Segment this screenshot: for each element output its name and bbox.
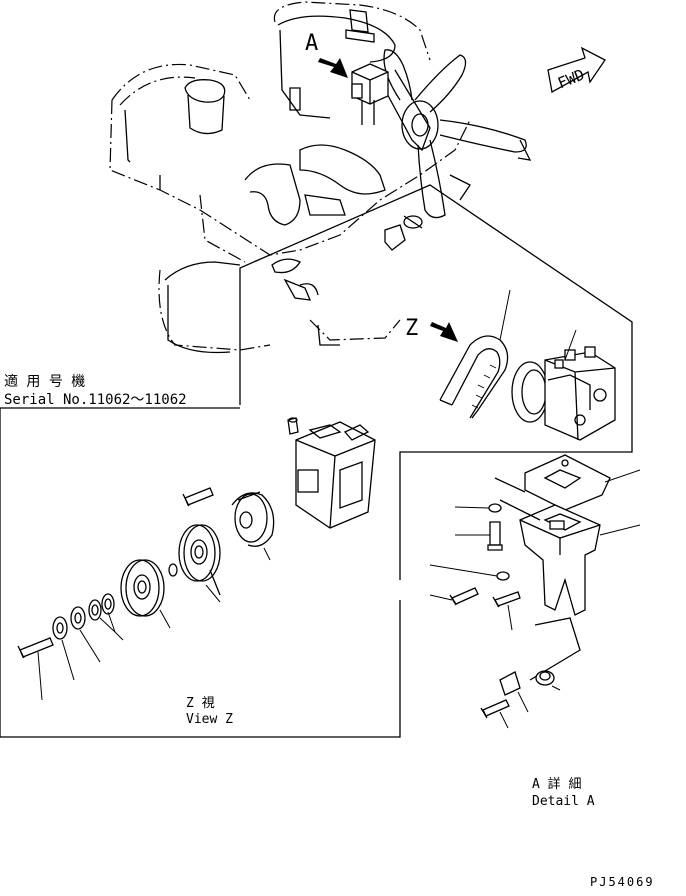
view-z-title-jp: Z 視 <box>186 696 215 711</box>
hose-fittings <box>271 215 423 301</box>
view-a-marker: A <box>305 31 318 56</box>
view-direction-arrow-icon <box>318 58 348 78</box>
fwd-label: FWD <box>555 65 587 92</box>
detail-a-title-en: Detail A <box>532 794 595 809</box>
detail-a-parts <box>429 454 641 729</box>
ac-compressor <box>511 346 616 441</box>
v-belt <box>439 335 509 419</box>
view-z-marker: Z <box>405 316 418 341</box>
view-z-title-en: View Z <box>186 712 233 727</box>
detail-link-frame <box>239 184 633 580</box>
view-z-parts <box>17 417 376 701</box>
serial-label-en: Serial No.11062～11062 <box>4 392 187 408</box>
serial-label-jp: 適 用 号 機 <box>4 373 85 390</box>
view-z-arrow-icon <box>430 322 458 342</box>
detail-a-title-jp: A 詳 細 <box>532 776 581 792</box>
drawing-number: PJ54069 <box>590 875 655 889</box>
forward-direction-arrow-icon: FWD <box>547 46 606 94</box>
engine-assembly <box>109 1 532 354</box>
